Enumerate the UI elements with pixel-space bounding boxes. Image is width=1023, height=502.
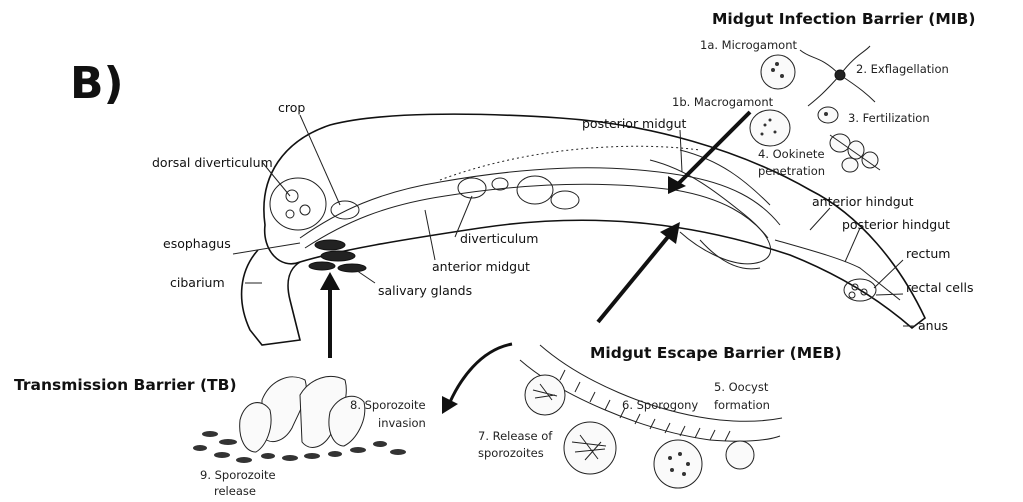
meb-title: Midgut Escape Barrier (MEB) [590, 344, 842, 362]
label-anterior-hindgut: anterior hindgut [812, 194, 914, 209]
stage-5-line1: 5. Oocyst [714, 380, 769, 394]
oocyst-forming [726, 441, 754, 469]
label-esophagus: esophagus [163, 236, 231, 251]
dorsal-diverticulum-sac [270, 178, 326, 230]
label-anterior-midgut: anterior midgut [432, 259, 530, 274]
label-salivary-glands: salivary glands [378, 283, 472, 298]
label-anus: anus [918, 318, 948, 333]
stage-8-line2: invasion [378, 416, 426, 430]
label-posterior-hindgut: posterior hindgut [842, 217, 950, 232]
salivary-glands-organ [309, 240, 366, 272]
barrier-arrows [320, 112, 750, 414]
stage-7-line1: 7. Release of [478, 429, 553, 443]
stage-8-line1: 8. Sporozoite [350, 398, 426, 412]
label-rectal-cells: rectal cells [906, 280, 973, 295]
stage-4-line2: penetration [758, 164, 825, 178]
zygote-cell [818, 107, 838, 123]
stage-1b: 1b. Macrogamont [672, 95, 774, 109]
label-diverticulum: diverticulum [460, 231, 538, 246]
stage-7-line2: sporozoites [478, 446, 544, 460]
oocyst-mature [654, 440, 702, 488]
stage-2: 2. Exflagellation [856, 62, 949, 76]
stage-4-line1: 4. Ookinete [758, 147, 825, 161]
meb-inset [520, 345, 782, 488]
label-crop: crop [278, 100, 305, 115]
label-cibarium: cibarium [170, 275, 225, 290]
stage-6: 6. Sporogony [622, 398, 698, 412]
microgamont-cell [761, 55, 795, 89]
stage-3: 3. Fertilization [848, 111, 930, 125]
label-rectum: rectum [906, 246, 950, 261]
ookinete-epithelium [830, 134, 880, 172]
stage-9-line1: 9. Sporozoite [200, 468, 276, 482]
stage-1a: 1a. Microgamont [700, 38, 797, 52]
label-posterior-midgut: posterior midgut [582, 116, 686, 131]
stage-9-line2: release [214, 484, 256, 498]
oocyst-early [525, 375, 565, 415]
panel-label: B) [70, 58, 124, 109]
mib-title: Midgut Infection Barrier (MIB) [712, 10, 975, 28]
tb-title: Transmission Barrier (TB) [14, 376, 237, 394]
macrogamont-cell [750, 110, 790, 146]
stage-5-line2: formation [714, 398, 770, 412]
label-dorsal-diverticulum: dorsal diverticulum [152, 155, 273, 170]
